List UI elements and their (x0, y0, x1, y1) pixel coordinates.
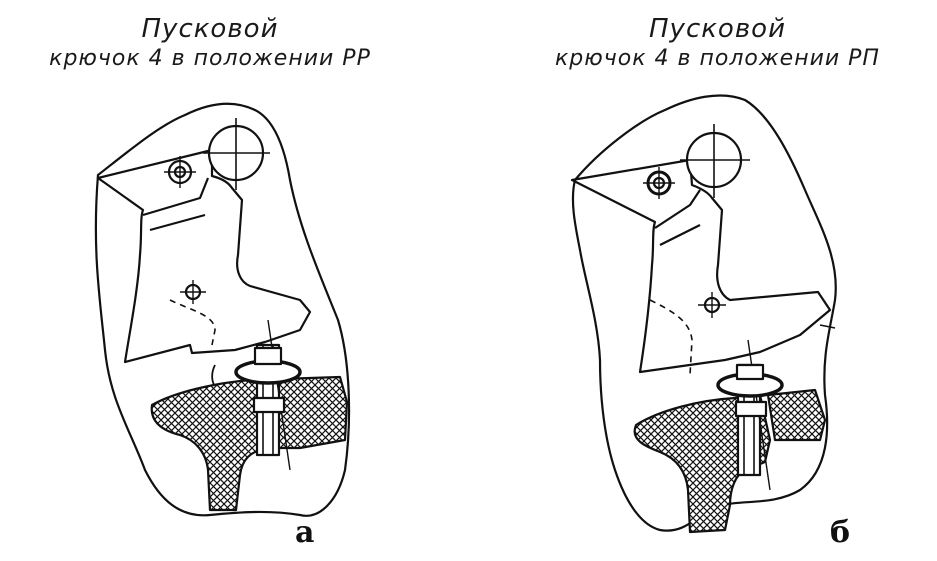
panel-b-lever-body (570, 158, 832, 374)
panel-a-housing-outline (94, 102, 351, 517)
panel-a-hatched-block (150, 375, 349, 512)
panel-b-diagram (570, 94, 837, 534)
panel-a-letter: а (295, 515, 315, 550)
panel-b-letter: б (830, 515, 851, 550)
panel-b-hatched-block (633, 393, 772, 534)
panel-a-lever-body (96, 148, 312, 364)
panel-a-diagram (94, 102, 351, 517)
panel-b-title: Пусковой крючок 4 в положении РП (505, 14, 930, 74)
panel-b-hatched-block-right (766, 388, 827, 442)
panel-b-housing-outline (571, 94, 837, 532)
panel-b-title-line1: Пусковой (649, 14, 786, 44)
panel-a-title-line1: Пусковой (141, 14, 279, 44)
panel-b-title-line2: крючок 4 в положении РП (555, 46, 880, 71)
panel-a-title: Пусковой крючок 4 в положении РР (10, 14, 410, 74)
panel-a-title-line2: крючок 4 в положении РР (49, 46, 371, 71)
